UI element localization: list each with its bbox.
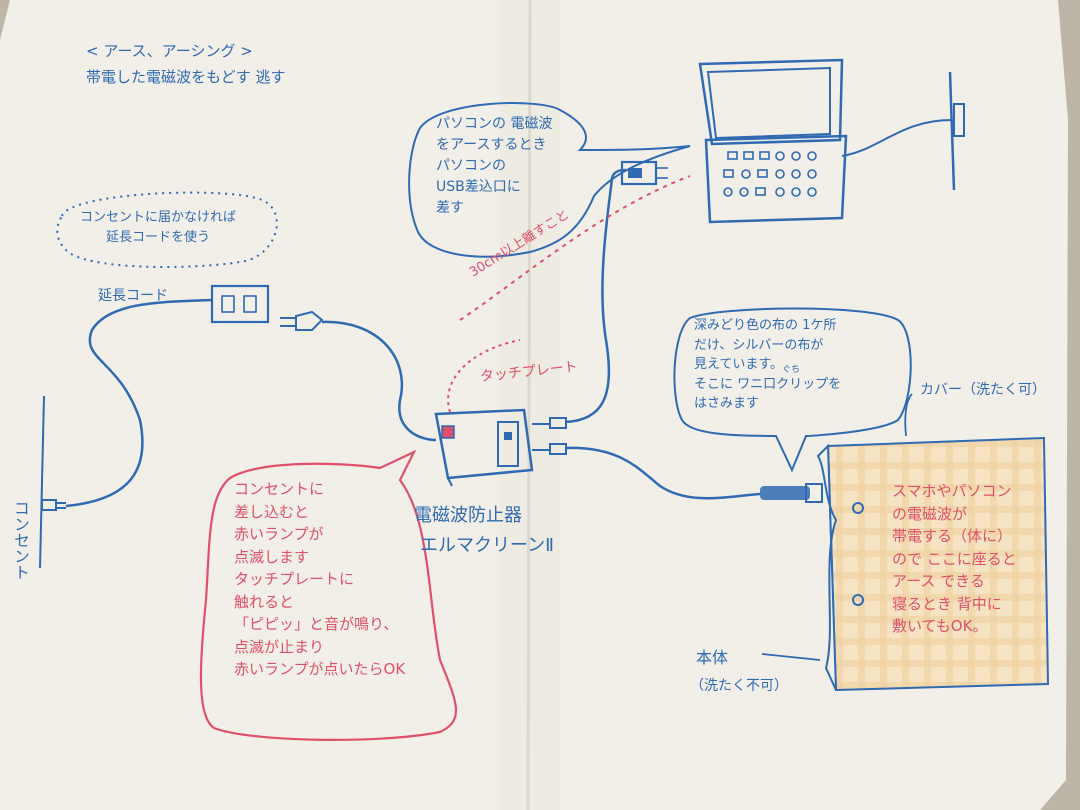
wall-line: [948, 71, 956, 191]
emf-device-icon: [434, 408, 534, 487]
extension-note: コンセントに届かなければ 延長コードを使う: [80, 210, 237, 245]
cover-label: カバー（洗たく可）: [920, 382, 1046, 398]
bubble-cloth-note: [673, 307, 912, 473]
device-model: エルマクリーンⅡ: [420, 535, 554, 556]
outlet-label: コンセント: [11, 500, 30, 580]
device-name: 電磁波防止器: [414, 505, 522, 526]
usb-note: パソコンの 電磁波 をアースするとき パソコンの USB差込口に 差す: [436, 116, 553, 216]
bubble-led-note: [199, 449, 457, 741]
wall-outlet-icon: [39, 395, 66, 569]
bubble-extension-note: [56, 191, 278, 268]
extension-cord-label: 延長コード: [98, 288, 168, 304]
plug-icon: [280, 310, 324, 331]
extension-cord-line: [65, 298, 213, 508]
body-label: 本体: [696, 648, 729, 667]
laptop-icon: [698, 58, 848, 224]
distance-dotted-line: [459, 175, 691, 321]
power-strip-icon: [210, 284, 270, 324]
laptop-cable-line: [841, 119, 953, 157]
page-title: < アース、アーシング >: [86, 42, 253, 60]
alligator-clip-icon: [760, 483, 823, 503]
clip-furigana: ぐち: [782, 365, 801, 375]
mat-cord-line: [565, 446, 761, 500]
bubble-usb-note: [408, 102, 691, 258]
plug-cord-line: [321, 320, 437, 442]
mat-body-shape: [816, 443, 838, 691]
page-subtitle: 帯電した電磁波をもどす 逃す: [86, 68, 286, 86]
led-note: コンセントに 差し込むと 赤いランプが 点滅します タッチプレートに 触れると …: [234, 480, 406, 678]
cloth-note: 深みどり色の布の 1ケ所 だけ、シルバーの布が 見えています。 そこに ワニ口ク…: [694, 318, 842, 411]
mat-text: スマホやパソコン の電磁波が 帯電する（体に） ので ここに座ると アース でき…: [892, 482, 1017, 635]
usb-cord-line: [565, 168, 627, 424]
body-note: （洗たく不可）: [690, 678, 788, 694]
